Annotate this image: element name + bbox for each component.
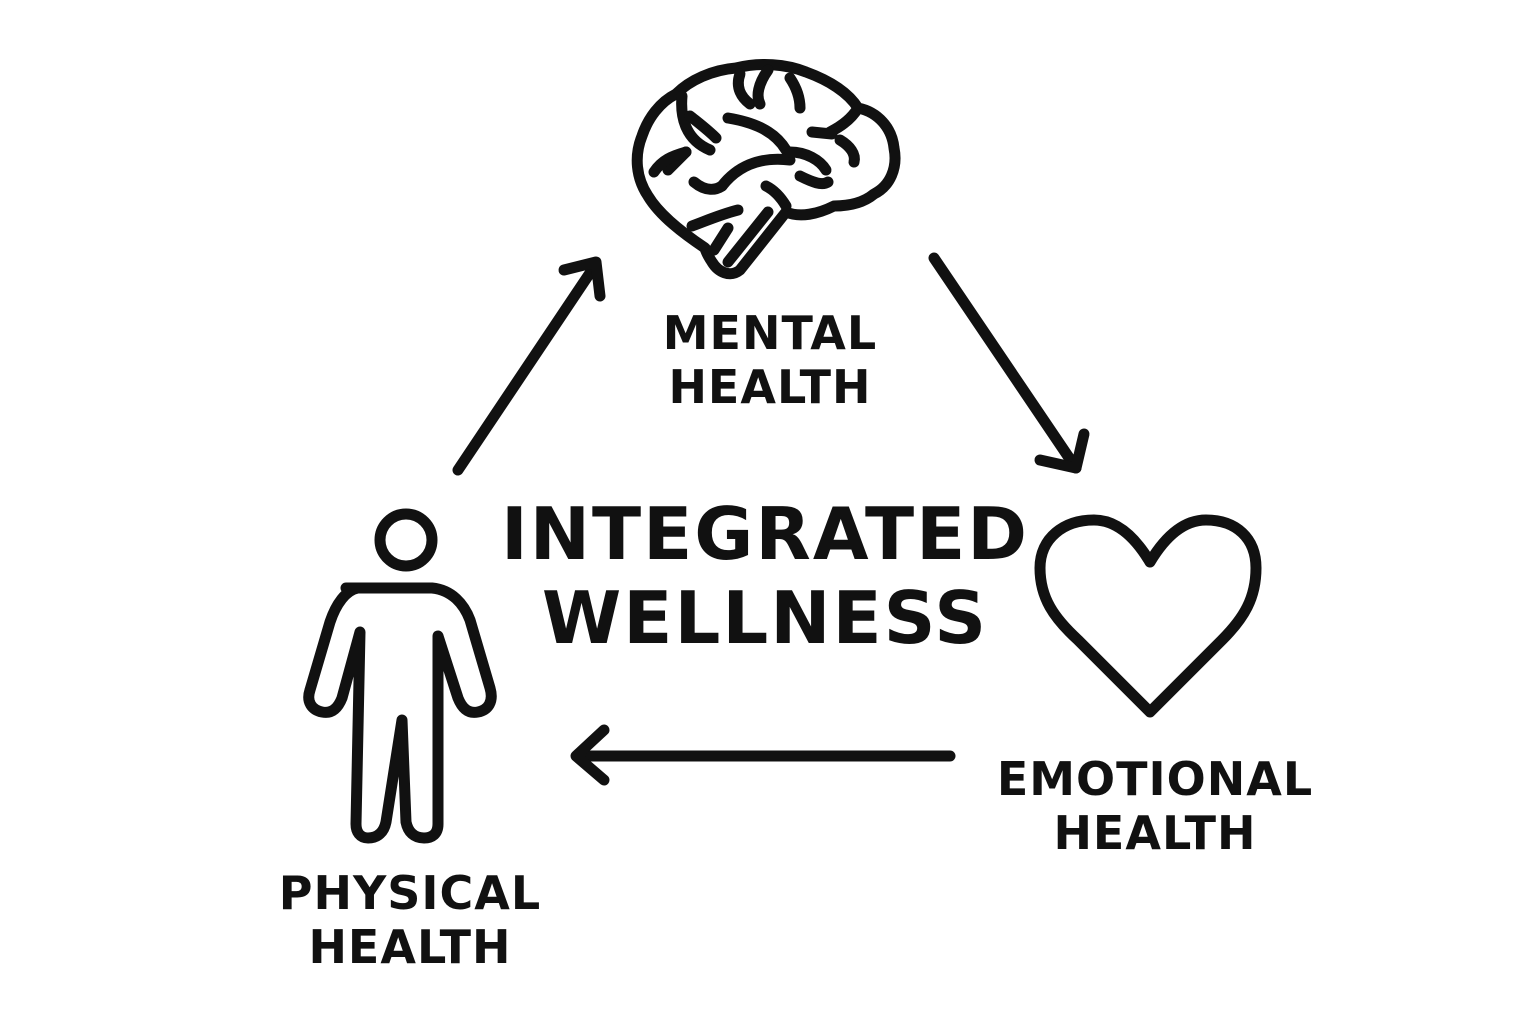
person-head xyxy=(374,508,438,572)
arrow-mental-to-emotional xyxy=(928,252,1090,474)
emotional-label-line-1: EMOTIONAL xyxy=(996,752,1314,806)
brain-fold xyxy=(648,146,692,178)
brain-fold xyxy=(834,134,860,168)
mental-health-label: MENTAL HEALTH xyxy=(620,306,920,415)
physical-label-line-1: PHYSICAL xyxy=(278,866,542,920)
brain-fold xyxy=(716,153,796,192)
brain-fold xyxy=(722,112,792,156)
heart-icon xyxy=(1034,514,1262,718)
brain-fold xyxy=(684,110,722,144)
arrow-physical-to-mental xyxy=(452,256,606,476)
diagram-title: INTEGRATED WELLNESS xyxy=(480,492,1050,660)
brain-fold xyxy=(824,102,864,138)
brain-icon xyxy=(631,59,901,280)
emotional-label-line-2: HEALTH xyxy=(1053,806,1257,861)
person-body xyxy=(303,582,497,844)
arrow-emotional-to-physical xyxy=(570,724,956,786)
brain-stem xyxy=(722,206,774,268)
mental-label-line-1: MENTAL xyxy=(662,306,878,360)
brain-fold xyxy=(794,170,834,190)
emotional-health-label: EMOTIONAL HEALTH xyxy=(960,752,1350,861)
title-line-1: INTEGRATED xyxy=(500,492,1030,576)
physical-health-label: PHYSICAL HEALTH xyxy=(255,866,565,975)
brain-outline xyxy=(631,59,901,280)
mental-label-line-2: HEALTH xyxy=(668,360,872,415)
brain-fold xyxy=(676,90,716,156)
person-icon xyxy=(303,508,497,844)
brain-fold xyxy=(708,222,734,256)
brain-fold xyxy=(784,72,806,114)
brain-fold xyxy=(752,64,774,110)
brain-fold xyxy=(686,204,744,232)
physical-label-line-2: HEALTH xyxy=(308,920,512,975)
brain-fold xyxy=(784,146,832,176)
brain-fold xyxy=(760,180,792,212)
brain-fold xyxy=(732,68,756,110)
brain-fold xyxy=(806,126,838,140)
title-line-2: WELLNESS xyxy=(541,576,989,661)
